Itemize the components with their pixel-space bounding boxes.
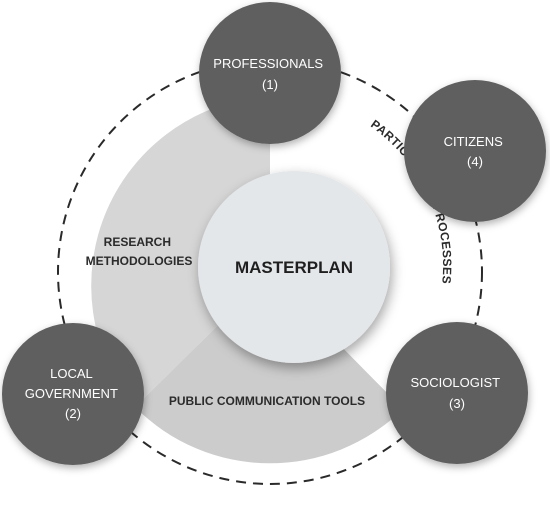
professionals-number: (1) <box>262 77 278 92</box>
masterplan-label: MASTERPLAN <box>235 258 353 277</box>
citizens-name: CITIZENS <box>444 134 504 149</box>
local-government-line1: LOCAL <box>50 366 92 381</box>
sociologist-name: SOCIOLOGIST <box>411 375 501 390</box>
research-label-line2: METHODOLOGIES <box>86 254 193 268</box>
research-methodologies-label: RESEARCH METHODOLOGIES <box>86 235 193 268</box>
dashed-ring <box>57 59 483 485</box>
professionals-circle <box>199 2 341 144</box>
local-government-circle <box>2 323 144 465</box>
sociologist-number: (3) <box>449 396 465 411</box>
node-local-government: LOCAL GOVERNMENT (2) <box>2 323 144 465</box>
research-label-line1: RESEARCH <box>104 235 171 249</box>
node-citizens: CITIZENS (4) <box>404 80 546 222</box>
masterplan-circle <box>198 171 390 363</box>
citizens-number: (4) <box>467 154 483 169</box>
local-government-line2: GOVERNMENT <box>25 386 118 401</box>
public-communication-sector <box>135 274 403 464</box>
citizens-label: CITIZENS (4) <box>444 134 507 169</box>
sociologist-label: SOCIOLOGIST (3) <box>411 375 504 411</box>
node-sociologist: SOCIOLOGIST (3) <box>386 322 528 464</box>
sociologist-circle <box>386 322 528 464</box>
node-professionals: PROFESSIONALS (1) <box>199 2 341 144</box>
research-methodologies-sector <box>91 96 270 407</box>
citizens-circle <box>404 80 546 222</box>
professionals-label: PROFESSIONALS (1) <box>213 56 326 92</box>
local-government-label: LOCAL GOVERNMENT (2) <box>25 366 122 421</box>
local-government-number: (2) <box>65 406 81 421</box>
professionals-name: PROFESSIONALS <box>213 56 323 71</box>
public-communication-label: PUBLIC COMMUNICATION TOOLS <box>169 394 365 408</box>
